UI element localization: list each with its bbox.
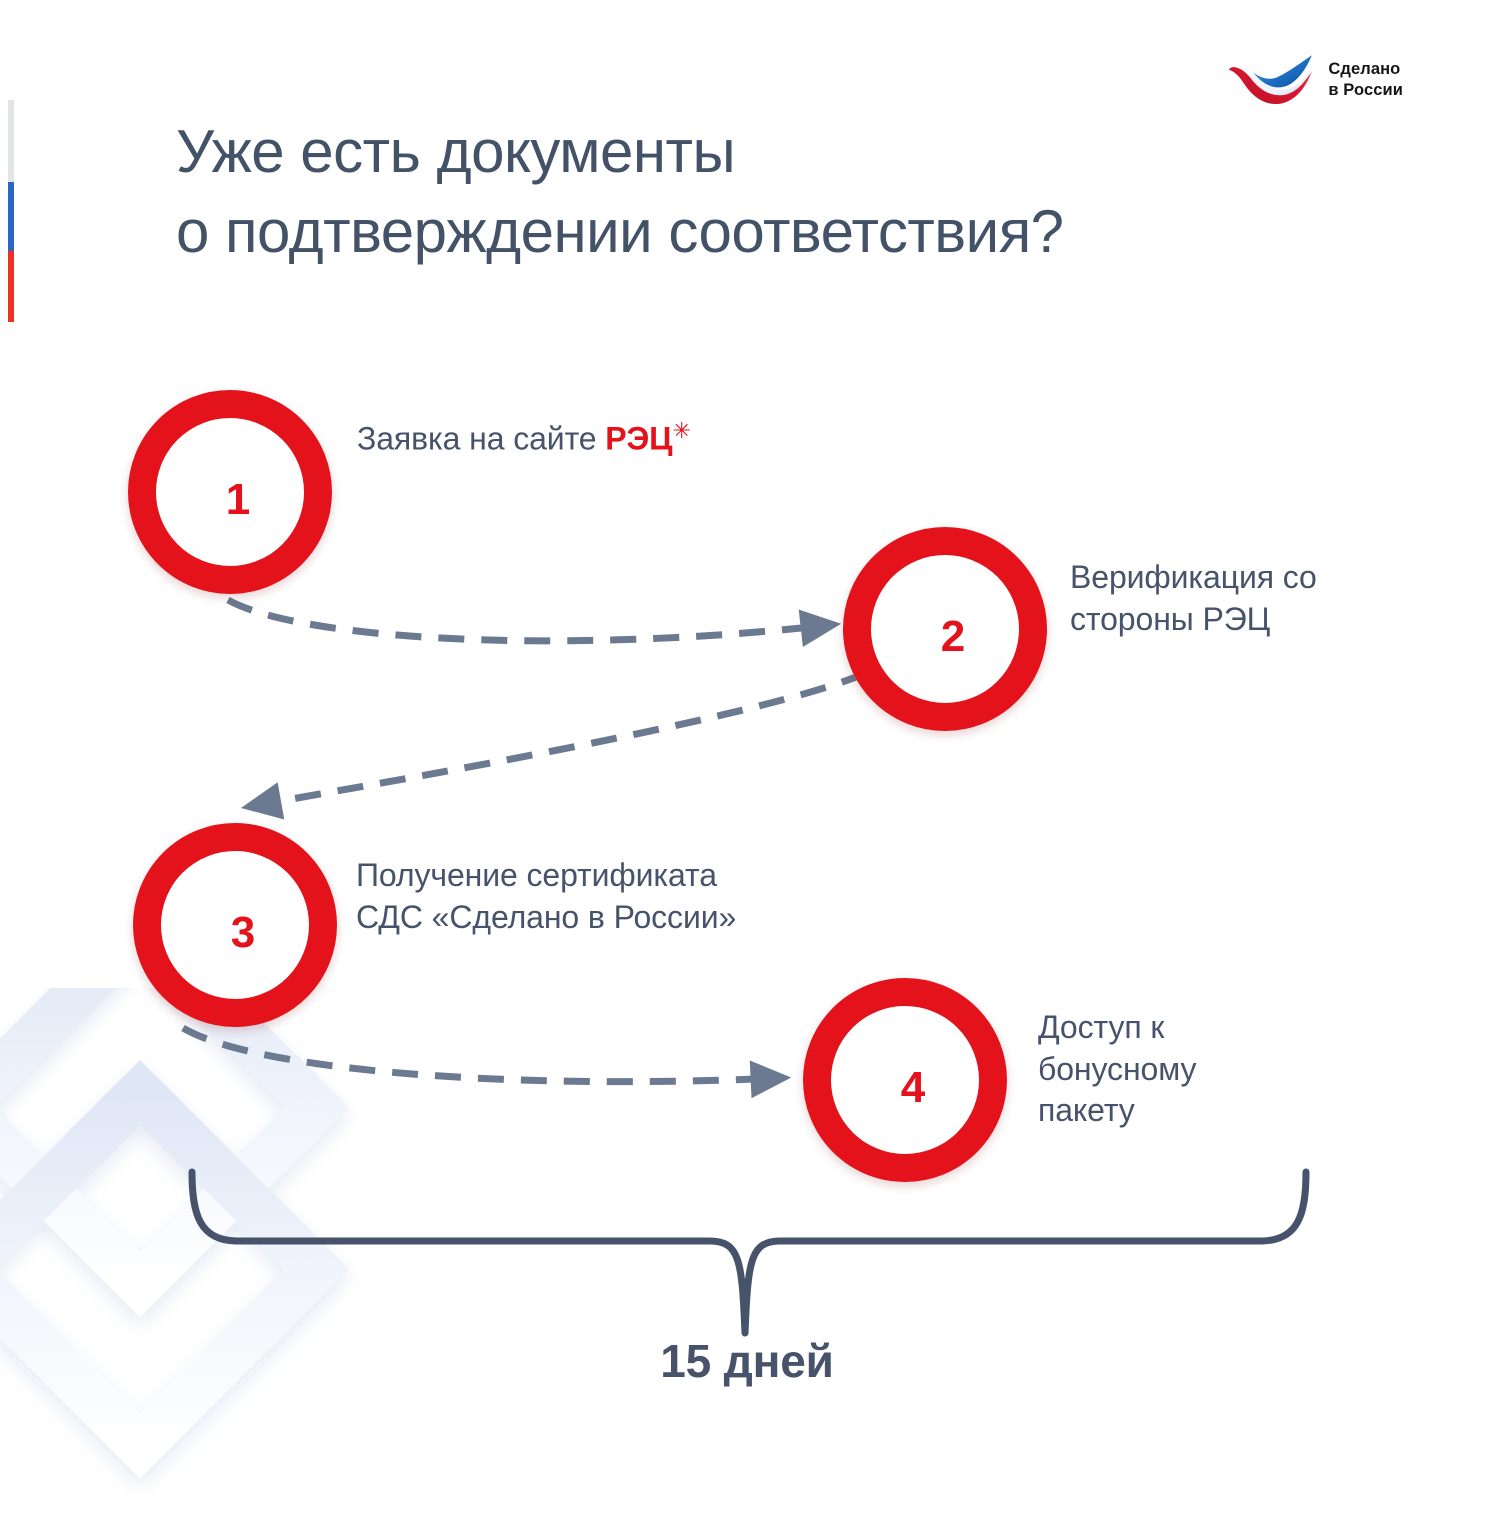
step-label-3-line1: Получение сертификата xyxy=(356,857,717,893)
step-label-2-line1: Верификация со xyxy=(1070,559,1317,595)
page-title-line1: Уже есть документы xyxy=(176,118,736,185)
diamond-watermark-icon xyxy=(0,898,400,1508)
step-label-1-highlight: РЭЦ xyxy=(605,420,673,457)
brand-name-line2: в России xyxy=(1328,81,1403,99)
step-number-2: 2 xyxy=(940,612,966,661)
step-number-3: 3 xyxy=(230,908,256,957)
duration-label: 15 дней xyxy=(0,1334,1500,1388)
curly-brace-icon xyxy=(188,1168,1310,1337)
duration-text: 15 дней xyxy=(660,1335,834,1387)
step-label-3-line2: СДС «Сделано в России» xyxy=(356,898,737,935)
brand-name-line1: Сделано xyxy=(1328,59,1401,78)
brand-name: Сделано в России xyxy=(1328,59,1403,101)
footnote-asterisk-icon: ✳ xyxy=(672,418,691,443)
step-label-2: Верификация со стороны РЭЦ xyxy=(1070,557,1470,640)
step-label-4-line3: пакету xyxy=(1038,1092,1135,1129)
step-circle-2[interactable]: 2 xyxy=(843,527,1047,731)
russia-bird-logo-icon xyxy=(1227,52,1315,108)
step-label-1-prefix: Заявка на сайте xyxy=(357,420,606,457)
infographic-canvas: Сделано в России Уже есть документы о по… xyxy=(0,52,1500,1479)
connector-1-to-2 xyxy=(226,596,842,648)
connector-3-to-4 xyxy=(181,1024,792,1099)
step-number-4: 4 xyxy=(900,1063,926,1112)
brand-logo: Сделано в России xyxy=(1227,52,1403,108)
step-label-2-line2: стороны РЭЦ xyxy=(1070,600,1271,637)
connector-2-to-3 xyxy=(240,669,868,820)
step-label-3: Получение сертификата СДС «Сделано в Рос… xyxy=(356,855,976,938)
page-title: Уже есть документы о подтверждении соотв… xyxy=(176,112,1436,272)
step-label-4-line1: Доступ к xyxy=(1038,1009,1165,1045)
step-label-4: Доступ к бонусному пакету xyxy=(1038,1007,1398,1132)
step-circle-4[interactable]: 4 xyxy=(803,978,1007,1182)
step-number-1: 1 xyxy=(225,475,251,524)
step-label-1: Заявка на сайте РЭЦ✳ xyxy=(357,417,877,460)
page-title-line2: о подтверждении соответствия? xyxy=(176,197,1064,265)
step-label-4-line2: бонусному xyxy=(1038,1050,1197,1087)
step-circle-3[interactable]: 3 xyxy=(133,823,337,1027)
russian-flag-bar-icon xyxy=(8,100,14,322)
step-circle-1[interactable]: 1 xyxy=(128,390,332,594)
